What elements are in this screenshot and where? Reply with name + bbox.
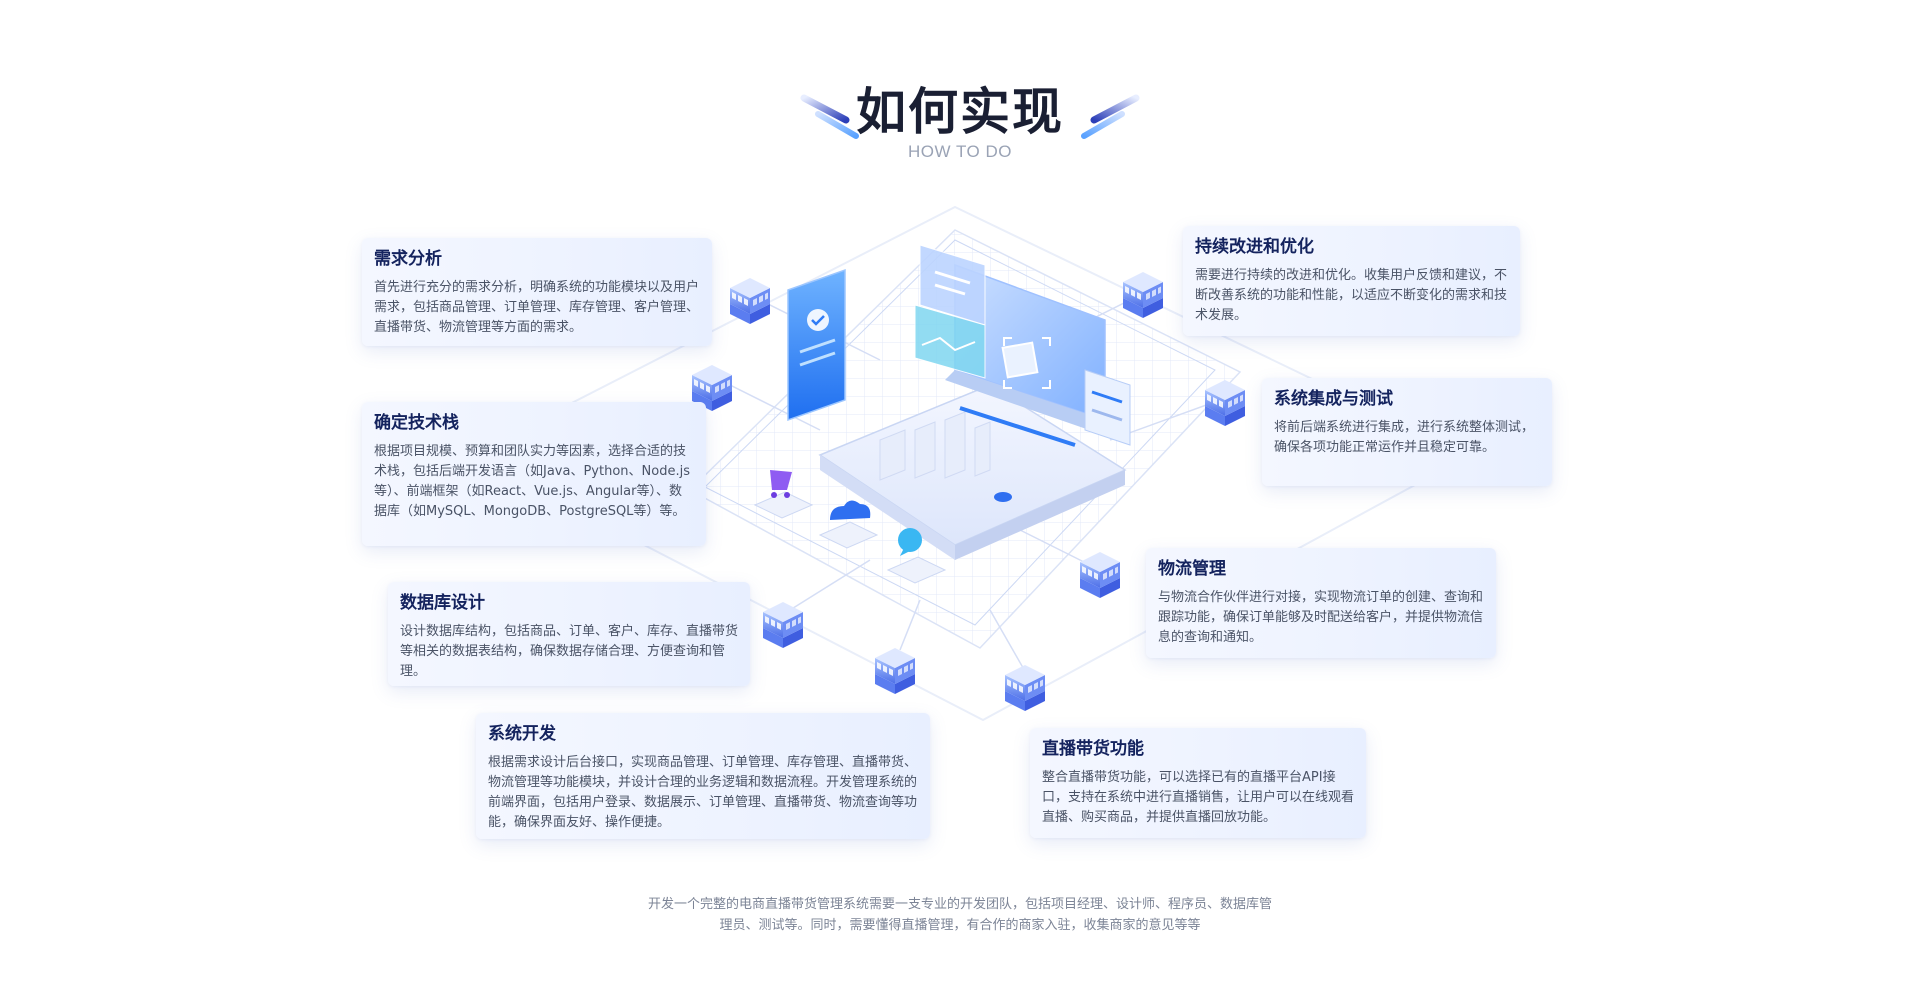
page-title: 如何实现 <box>856 83 1064 141</box>
bar-chart-blocks <box>879 411 991 481</box>
card-body: 与物流合作伙伴进行对接，实现物流订单的创建、查询和跟踪功能，确保订单能够及时配送… <box>1158 590 1484 645</box>
title-decoration-right-icon <box>1081 94 1140 139</box>
card-title: 系统开发 <box>488 724 556 744</box>
footer-line-2: 理员、测试等。同时，需要懂得直播管理，有合作的商家入驻，收集商家的意见等等 <box>719 918 1201 933</box>
card-body: 整合直播带货功能，可以选择已有的直播平台API接口，支持在系统中进行直播销售，让… <box>1042 770 1355 825</box>
phone-icon <box>787 268 846 422</box>
shop-icons <box>692 272 1245 711</box>
floating-panels <box>914 244 1131 446</box>
page-subtitle: HOW TO DO <box>908 142 1012 161</box>
shop-icon <box>763 602 803 648</box>
shop-icon <box>692 365 732 411</box>
card-body: 需要进行持续的改进和优化。收集用户反馈和建议，不断改善系统的功能和性能，以适应不… <box>1195 268 1508 323</box>
card-title: 系统集成与测试 <box>1274 389 1393 409</box>
card-body: 根据项目规模、预算和团队实力等因素，选择合适的技术栈，包括后端开发语言（如Jav… <box>374 444 690 519</box>
card-database-design: 数据库设计 设计数据库结构，包括商品、订单、客户、库存、直播带货等相关的数据表结… <box>388 582 750 686</box>
coin-icon <box>994 492 1012 502</box>
shop-icon <box>1080 552 1120 598</box>
card-title: 持续改进和优化 <box>1195 237 1314 257</box>
card-logistics: 物流管理 与物流合作伙伴进行对接，实现物流订单的创建、查询和跟踪功能，确保订单能… <box>1146 548 1496 658</box>
outer-diamond <box>467 205 1473 722</box>
card-title: 确定技术栈 <box>374 413 459 433</box>
cloud-pedestal <box>818 500 879 549</box>
card-continuous-improvement: 持续改进和优化 需要进行持续的改进和优化。收集用户反馈和建议，不断改善系统的功能… <box>1183 226 1520 336</box>
shop-icon <box>1205 380 1245 426</box>
card-title: 物流管理 <box>1158 559 1226 579</box>
card-body: 首先进行充分的需求分析，明确系统的功能模块以及用户需求，包括商品管理、订单管理、… <box>374 280 700 335</box>
cart-pedestal <box>753 470 814 519</box>
card-title: 直播带货功能 <box>1042 739 1144 759</box>
footer-line-1: 开发一个完整的电商直播带货管理系统需要一支专业的开发团队，包括项目经理、设计师、… <box>647 897 1272 912</box>
chat-pedestal <box>886 528 947 584</box>
card-live-commerce: 直播带货功能 整合直播带货功能，可以选择已有的直播平台API接口，支持在系统中进… <box>1030 728 1366 838</box>
card-integration-testing: 系统集成与测试 将前后端系统进行集成，进行系统整体测试，确保各项功能正常运作并且… <box>1262 378 1552 486</box>
title-decoration-left-icon <box>800 94 859 139</box>
card-system-development: 系统开发 根据需求设计后台接口，实现商品管理、订单管理、库存管理、直播带货、物流… <box>476 713 930 839</box>
shop-icon <box>730 278 770 324</box>
card-body: 将前后端系统进行集成，进行系统整体测试，确保各项功能正常运作并且稳定可靠。 <box>1274 420 1535 455</box>
card-title: 数据库设计 <box>400 593 485 613</box>
card-body: 根据需求设计后台接口，实现商品管理、订单管理、库存管理、直播带货、物流管理等功能… <box>488 755 918 830</box>
footer-description: 开发一个完整的电商直播带货管理系统需要一支专业的开发团队，包括项目经理、设计师、… <box>0 894 1920 936</box>
card-body: 设计数据库结构，包括商品、订单、客户、库存、直播带货等相关的数据表结构，确保数据… <box>400 624 739 679</box>
header: 如何实现 HOW TO DO <box>0 82 1920 162</box>
card-requirements-analysis: 需求分析 首先进行充分的需求分析，明确系统的功能模块以及用户需求，包括商品管理、… <box>362 238 712 346</box>
card-tech-stack: 确定技术栈 根据项目规模、预算和团队实力等因素，选择合适的技术栈，包括后端开发语… <box>362 402 706 546</box>
shop-icon <box>1005 665 1045 711</box>
shop-icon <box>1123 272 1163 318</box>
card-title: 需求分析 <box>374 249 442 269</box>
shop-icon <box>875 648 915 694</box>
monitor <box>945 263 1106 447</box>
